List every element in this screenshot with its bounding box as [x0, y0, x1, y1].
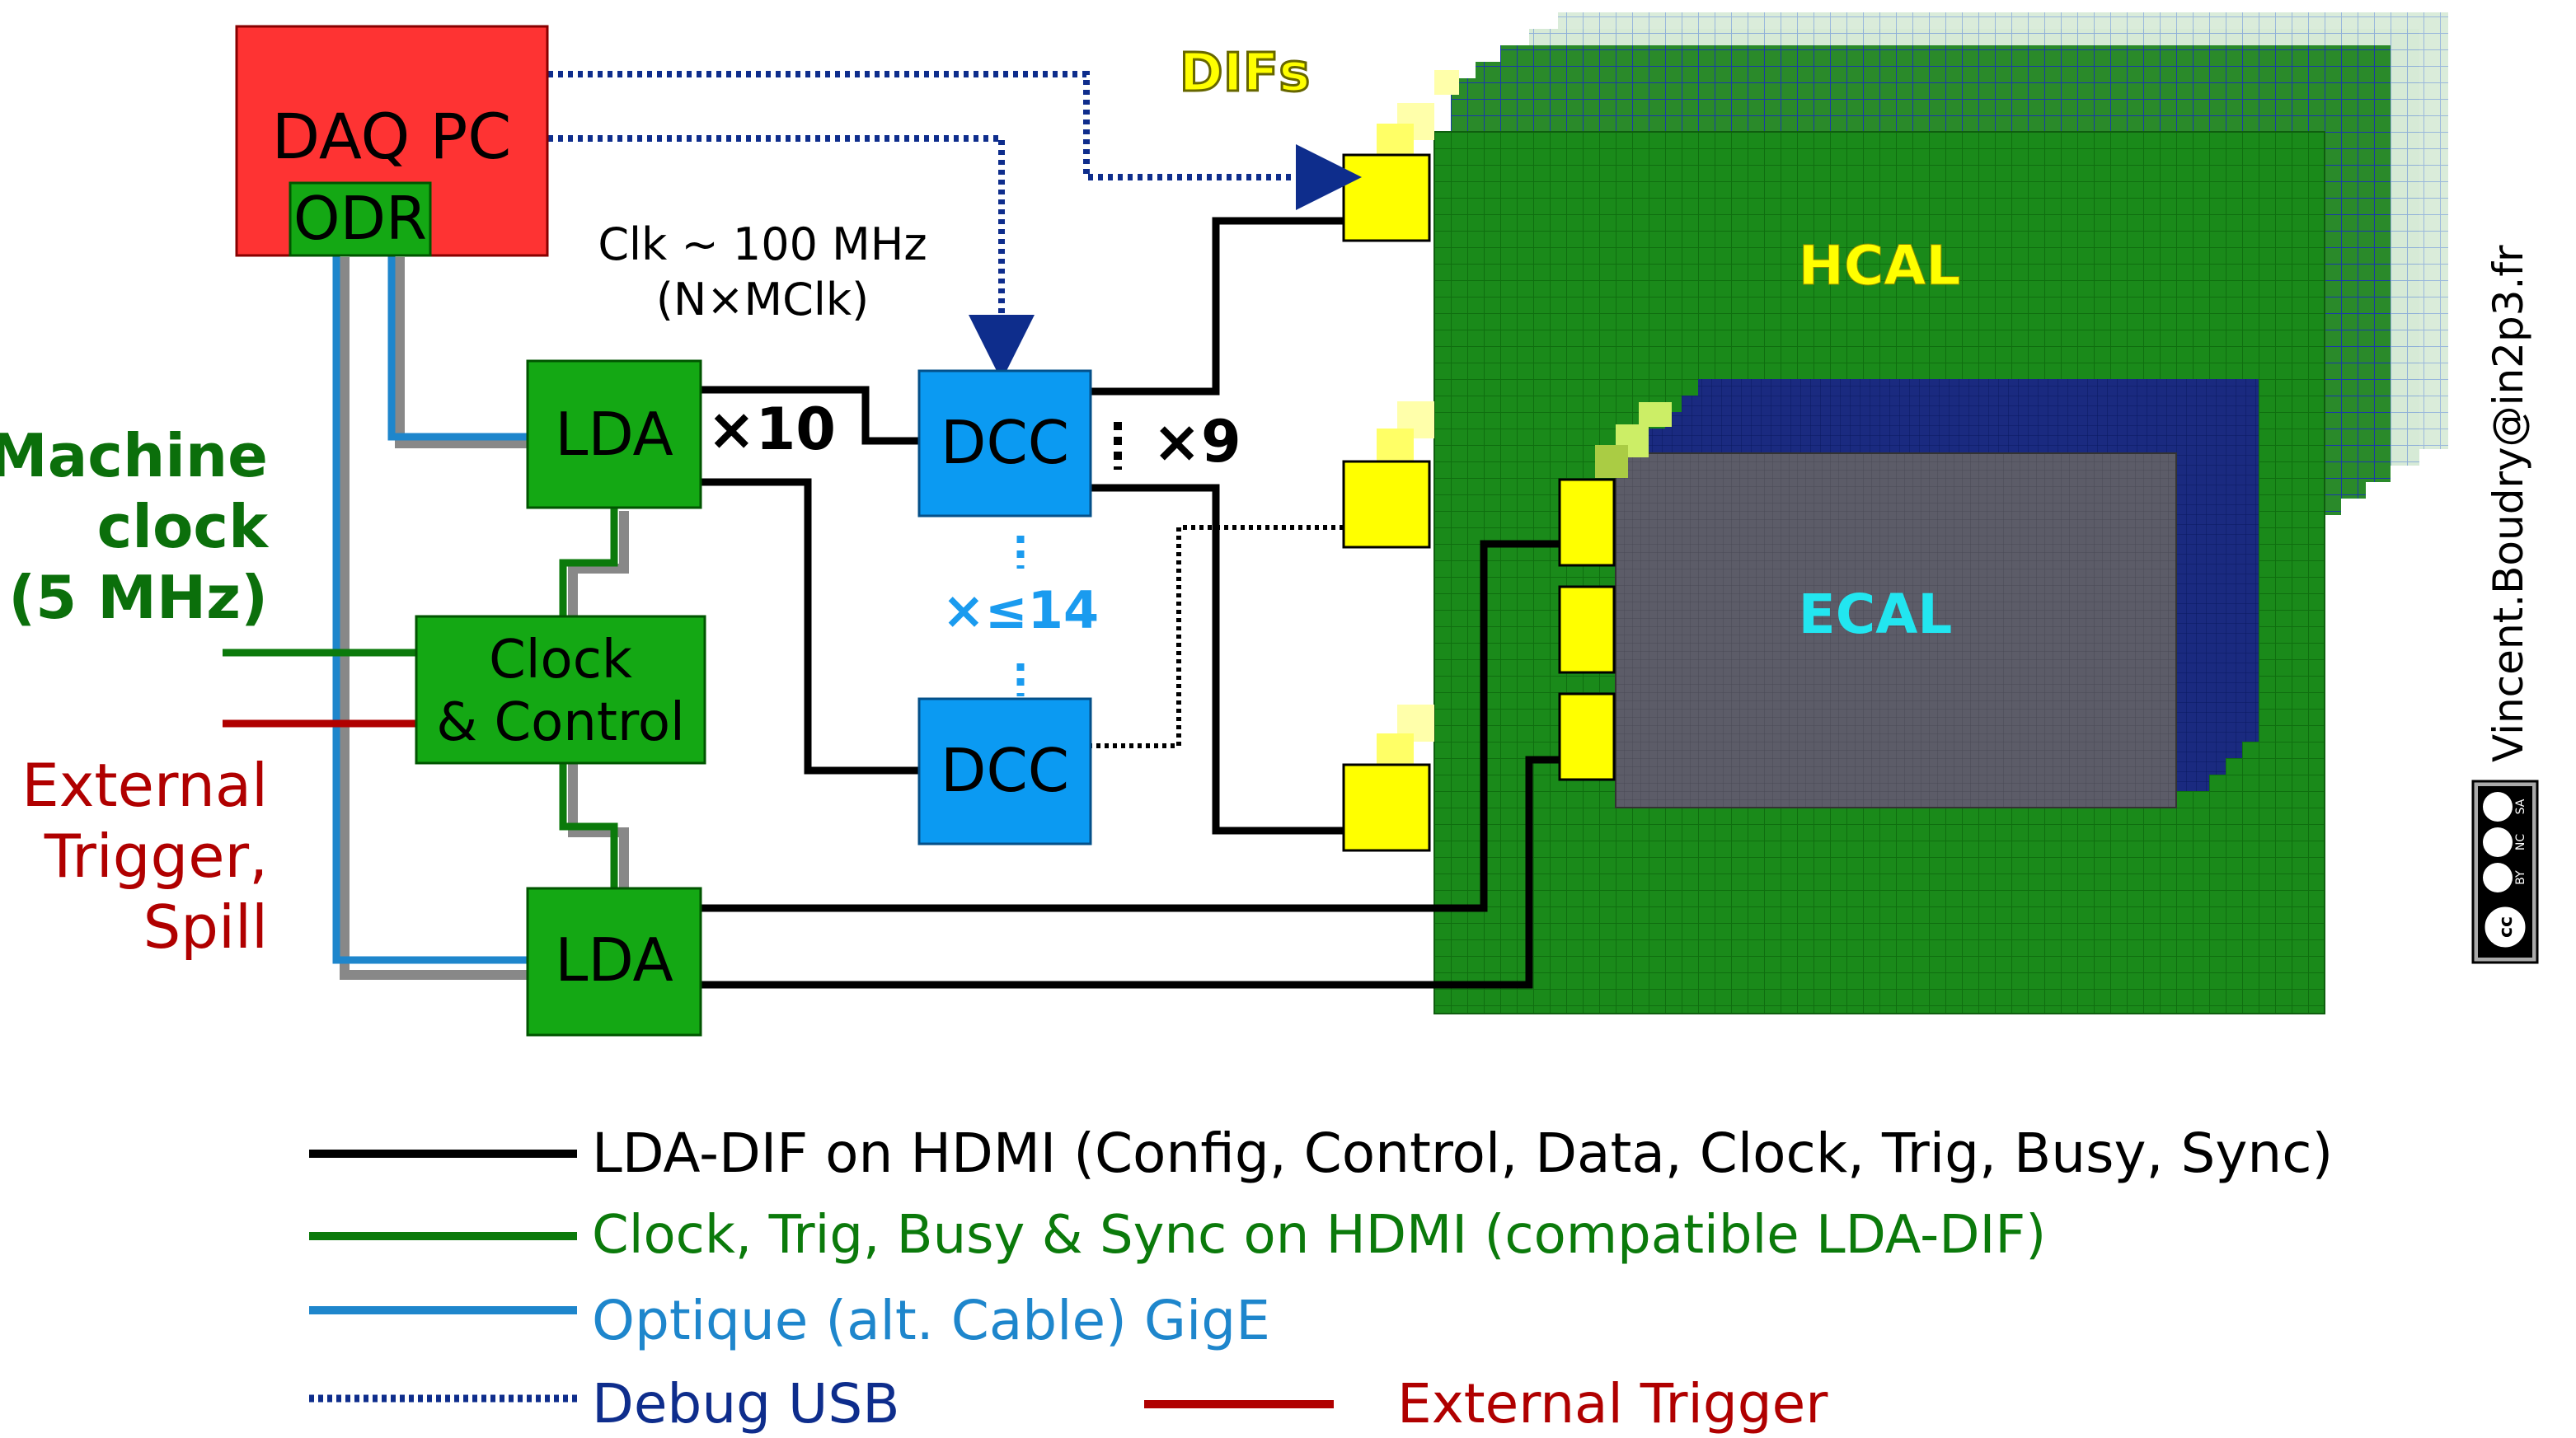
clk-label-2: (N×MClk) — [656, 274, 869, 326]
debug-usb-to-dif — [548, 71, 1362, 210]
dcc-bottom-block: DCC — [917, 697, 1092, 845]
multiplicity-x10: ×10 — [707, 396, 836, 463]
by-icon — [2483, 863, 2513, 892]
legend: LDA-DIF on HDMI (Config, Control, Data, … — [309, 1122, 2333, 1436]
ecal-label: ECAL — [1799, 583, 1953, 646]
legend-label-gige: Optique (alt. Cable) GigE — [592, 1289, 1270, 1352]
cc-icon — [2482, 904, 2528, 950]
legend-label-lda-dif: LDA-DIF on HDMI (Config, Control, Data, … — [592, 1122, 2333, 1185]
author-credit: Vincent.Boudry@in2p3.fr — [2485, 245, 2532, 762]
cc-text: cc — [2496, 916, 2517, 938]
dcc-top-label: DCC — [941, 408, 1069, 477]
lda-bottom-block: LDA — [526, 887, 702, 1037]
legend-label-debug-usb: Debug USB — [592, 1372, 900, 1436]
machine-clock-line-1: Machine — [0, 421, 268, 490]
legend-item-clock-hdmi: Clock, Trig, Busy & Sync on HDMI (compat… — [309, 1205, 2046, 1266]
debug-usb-to-dcc — [548, 135, 1035, 381]
legend-item-lda-dif: LDA-DIF on HDMI (Config, Control, Data, … — [309, 1122, 2333, 1185]
machine-clock-line-2: clock — [97, 492, 270, 561]
nc-text: NC — [2514, 834, 2527, 850]
dcc-bottom-label: DCC — [941, 736, 1069, 805]
machine-clock-label: Machine clock (5 MHz) — [0, 421, 270, 632]
sa-text: SA — [2514, 799, 2527, 814]
lda-top-label: LDA — [555, 400, 673, 469]
clock-control-label-2: & Control — [436, 692, 685, 753]
legend-label-clock-hdmi: Clock, Trig, Busy & Sync on HDMI (compat… — [592, 1205, 2046, 1266]
clock-control-block: Clock & Control — [415, 615, 706, 765]
external-trigger-line-3: Spill — [143, 892, 268, 962]
dif-box — [1342, 153, 1431, 242]
difs-label: DIFs — [1180, 43, 1311, 104]
daq-pc-block: DAQ PC ODR — [235, 25, 549, 257]
hdmi-lda-ecal-bottom — [701, 756, 1560, 989]
legend-item-debug-usb: Debug USB — [309, 1372, 900, 1436]
lda-top-block: LDA — [526, 359, 702, 509]
clock-control-label-1: Clock — [489, 630, 632, 691]
external-trigger-label: External Trigger, Spill — [21, 751, 268, 962]
dif-box — [1342, 763, 1431, 852]
cc-license-badge: cc BY NC SA — [2471, 780, 2539, 964]
machine-clock-line-3: (5 MHz) — [8, 563, 268, 632]
lda-bottom-label: LDA — [555, 925, 673, 995]
dif-box — [1342, 460, 1431, 549]
hdmi-dcc-dif-bottom — [1088, 484, 1344, 835]
ecal-stack: ECAL — [1615, 379, 2259, 808]
clock-hdmi-top — [559, 507, 618, 616]
ecal-dif-group — [1558, 402, 1672, 781]
daq-pc-label: DAQ PC — [272, 100, 512, 173]
hdmi-dcc-dif-top — [1088, 217, 1344, 396]
multiplicity-x14: ×≤14 — [942, 580, 1099, 640]
nc-icon — [2483, 827, 2513, 857]
clk-label-1: Clk ~ 100 MHz — [598, 218, 927, 270]
hdmi-lda-ecal-top — [701, 540, 1560, 912]
hdmi-lda-dcc-bottom — [701, 478, 919, 775]
dcc-dif-dotted-link — [1088, 525, 1344, 748]
sa-icon — [2483, 792, 2513, 822]
gige-cable-lda-bottom — [332, 251, 528, 964]
legend-item-external-trigger: External Trigger — [1144, 1372, 1828, 1436]
multiplicity-x9: ×9 — [1152, 408, 1241, 475]
odr-label: ODR — [293, 184, 427, 253]
dif-group-middle — [1342, 401, 1434, 549]
hcal-label: HCAL — [1799, 234, 1961, 297]
external-trigger-line-2: Trigger, — [44, 822, 268, 891]
dif-group-bottom — [1342, 705, 1434, 852]
legend-label-external-trigger: External Trigger — [1397, 1372, 1828, 1436]
odr-block — [289, 181, 432, 257]
hdmi-lda-dcc-top — [701, 386, 919, 445]
gige-cable-lda-top — [387, 251, 528, 441]
ecal-dif-box — [1558, 585, 1616, 674]
ecal-dif-box — [1558, 692, 1616, 781]
ecal-dif-box — [1558, 478, 1616, 567]
legend-item-gige: Optique (alt. Cable) GigE — [309, 1289, 1270, 1352]
by-text: BY — [2514, 870, 2527, 885]
external-trigger-line-1: External — [21, 751, 268, 820]
dcc-top-block: DCC — [917, 369, 1092, 518]
clock-hdmi-bottom — [559, 760, 618, 888]
